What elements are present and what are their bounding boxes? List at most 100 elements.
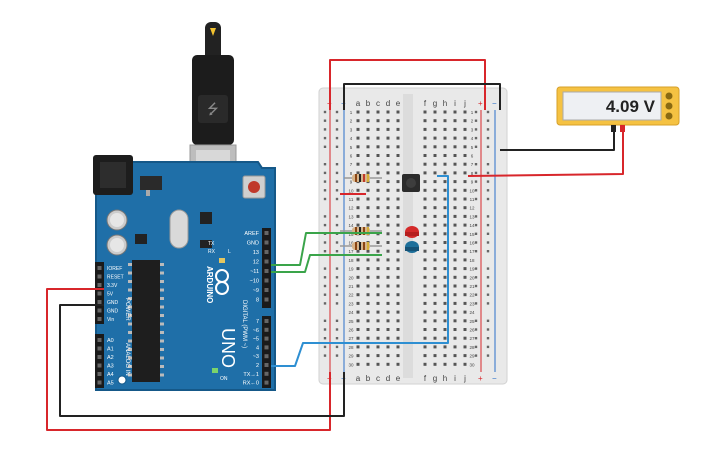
breadboard-hole[interactable] [376,275,380,279]
breadboard-hole[interactable] [376,319,380,323]
rail-hole[interactable] [474,293,478,296]
rail-hole[interactable] [474,232,478,235]
rail-hole[interactable] [474,354,478,357]
rail-hole[interactable] [323,241,327,244]
breadboard-hole[interactable] [463,119,467,123]
rail-hole[interactable] [335,337,339,340]
breadboard-hole[interactable] [443,232,447,236]
breadboard-hole[interactable] [386,362,390,366]
breadboard-hole[interactable] [433,328,437,331]
breadboard-hole[interactable] [453,354,457,358]
breadboard-hole[interactable] [366,319,370,323]
breadboard-hole[interactable] [433,267,437,271]
breadboard-hole[interactable] [376,345,380,349]
breadboard-hole[interactable] [423,136,427,140]
breadboard-hole[interactable] [463,258,467,262]
rail-hole[interactable] [486,319,490,322]
breadboard-hole[interactable] [386,154,390,157]
breadboard-hole[interactable] [423,336,427,340]
breadboard-hole[interactable] [386,267,390,271]
breadboard-hole[interactable] [356,188,360,192]
breadboard-hole[interactable] [443,188,447,192]
breadboard-hole[interactable] [396,127,400,131]
breadboard-hole[interactable] [386,127,390,131]
breadboard-hole[interactable] [453,241,457,244]
rail-hole[interactable] [486,293,490,296]
breadboard-hole[interactable] [423,362,427,366]
rail-hole[interactable] [486,267,490,270]
breadboard-hole[interactable] [433,258,437,262]
breadboard-hole[interactable] [396,249,400,253]
breadboard-hole[interactable] [386,110,390,114]
rail-hole[interactable] [335,354,339,357]
breadboard-hole[interactable] [453,110,457,114]
rail-hole[interactable] [486,276,490,279]
breadboard-hole[interactable] [376,362,380,366]
breadboard-hole[interactable] [423,354,427,358]
breadboard-hole[interactable] [376,284,380,288]
rail-hole[interactable] [486,232,490,235]
rail-hole[interactable] [486,337,490,340]
breadboard-hole[interactable] [453,197,457,201]
breadboard-hole[interactable] [356,162,360,166]
breadboard-hole[interactable] [356,127,360,131]
breadboard-hole[interactable] [356,328,360,331]
breadboard-hole[interactable] [386,293,390,297]
rail-hole[interactable] [335,189,339,192]
breadboard-hole[interactable] [386,180,390,184]
rail-hole[interactable] [474,250,478,253]
breadboard-hole[interactable] [433,136,437,140]
breadboard-hole[interactable] [376,136,380,140]
rail-hole[interactable] [335,171,339,175]
rail-hole[interactable] [486,250,490,253]
rail-hole[interactable] [486,128,490,131]
breadboard-hole[interactable] [366,345,370,349]
breadboard-hole[interactable] [453,362,457,366]
breadboard-hole[interactable] [453,188,457,192]
rail-hole[interactable] [335,163,339,166]
breadboard-hole[interactable] [423,345,427,349]
breadboard-hole[interactable] [356,275,360,279]
rail-hole[interactable] [323,110,327,114]
breadboard-hole[interactable] [433,188,437,192]
breadboard-hole[interactable] [356,345,360,349]
rail-hole[interactable] [486,328,490,331]
rail-hole[interactable] [323,250,327,253]
rail-hole[interactable] [486,354,490,357]
breadboard-hole[interactable] [386,145,390,149]
breadboard-hole[interactable] [423,154,427,157]
wire-pin2-blue[interactable] [271,175,449,367]
breadboard-hole[interactable] [453,206,457,210]
rail-hole[interactable] [474,189,478,192]
breadboard-hole[interactable] [423,328,427,331]
resistor-led-blue[interactable] [340,242,382,250]
breadboard-hole[interactable] [423,249,427,253]
rail-hole[interactable] [335,250,339,253]
arduino-uno-board[interactable]: TX RX L ON ARDUINO UNO DIGITAL (PWM ~) P… [93,155,276,391]
rail-hole[interactable] [323,319,327,322]
rail-hole[interactable] [323,223,327,227]
rail-hole[interactable] [323,136,327,140]
breadboard-hole[interactable] [463,328,467,331]
breadboard-hole[interactable] [356,214,360,218]
rail-hole[interactable] [323,163,327,166]
rail-hole[interactable] [335,302,339,305]
rail-hole[interactable] [474,171,478,175]
rail-hole[interactable] [335,215,339,218]
breadboard-hole[interactable] [463,310,467,314]
analog-header[interactable] [95,334,104,388]
rail-hole[interactable] [323,354,327,357]
breadboard-hole[interactable] [356,249,360,253]
breadboard-hole[interactable] [356,301,360,305]
breadboard-hole[interactable] [386,136,390,140]
breadboard-hole[interactable] [396,293,400,297]
breadboard-hole[interactable] [463,319,467,323]
rail-hole[interactable] [323,119,327,122]
breadboard-hole[interactable] [433,223,437,227]
breadboard-hole[interactable] [356,354,360,358]
breadboard-hole[interactable] [453,145,457,149]
rail-hole[interactable] [474,180,478,183]
breadboard-hole[interactable] [443,362,447,366]
breadboard-hole[interactable] [356,293,360,297]
rail-hole[interactable] [323,284,327,288]
